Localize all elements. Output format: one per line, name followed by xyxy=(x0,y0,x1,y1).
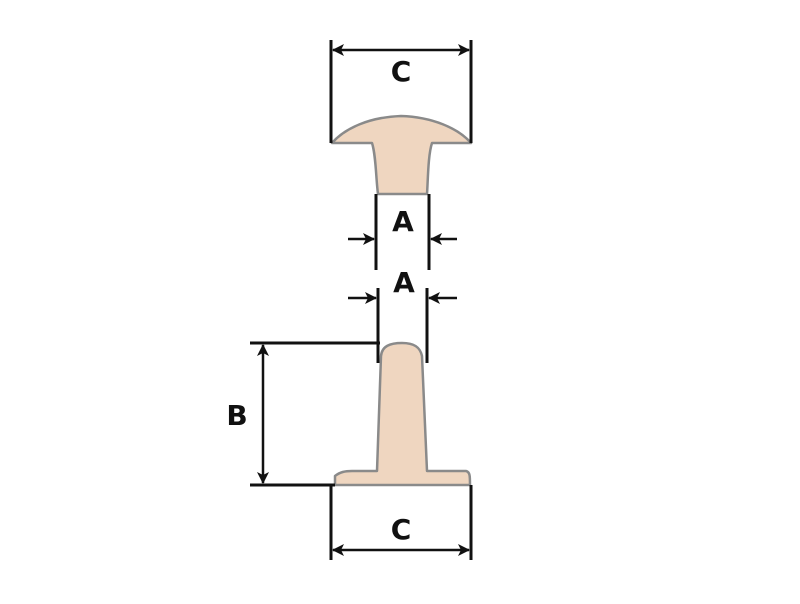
dimension-c-top: C xyxy=(329,40,473,143)
dimension-c-bottom: C xyxy=(329,485,473,560)
top-rivet-cap xyxy=(330,114,473,196)
label-c-bottom: C xyxy=(391,513,412,546)
dimension-a-bottom: A xyxy=(348,266,457,363)
bottom-post-shape xyxy=(333,341,472,487)
top-cap-shape xyxy=(330,114,473,196)
dimension-b: B xyxy=(226,341,380,487)
label-a-bottom: A xyxy=(393,266,415,299)
label-c-top: C xyxy=(391,55,412,88)
dimension-a-top: A xyxy=(348,194,457,270)
label-a-top: A xyxy=(392,205,414,238)
bottom-rivet-post xyxy=(333,341,472,487)
label-b: B xyxy=(226,399,247,432)
